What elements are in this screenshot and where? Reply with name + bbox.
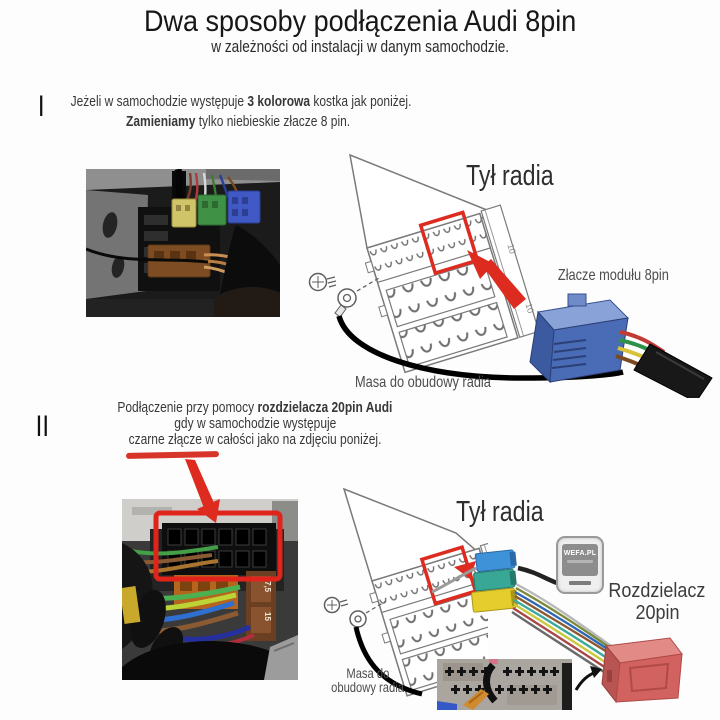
pointer-arrowhead-icon-2 <box>454 561 476 579</box>
ground-wire-1 <box>336 315 624 381</box>
section2-intro-line3: czarne złącze w całości jako na zdjęciu … <box>128 431 382 448</box>
section2-intro-line2: gdy w samochodzie występuje <box>173 415 337 432</box>
label-zlacze-modulu-8pin: Złacze modułu 8pin <box>557 267 669 284</box>
section1-intro-line2: Zamieniamy tylko niebieskie złacze 8 pin… <box>125 113 351 130</box>
label-rozdzielacz: Rozdzielacz 20pin <box>608 580 706 624</box>
wefa-device-subtext <box>567 560 593 563</box>
diagram-radio-rear-1: 10 10 <box>295 140 720 402</box>
screw-and-ring-terminal <box>308 272 380 318</box>
wire-to-module <box>517 565 558 586</box>
section1-numeral: I <box>37 90 45 123</box>
page-subtitle: w zależności od instalacji w danym samoc… <box>211 37 509 56</box>
wefa-device: WEFA.PL <box>556 536 604 594</box>
label-tyl-radia-1: Tył radia <box>466 160 554 192</box>
screw-and-ring-terminal <box>323 596 387 628</box>
harness-illustration <box>430 528 720 718</box>
pointer-arrow-icon-1 <box>467 250 526 309</box>
hand-drawn-arrow-icon <box>574 666 602 691</box>
photo-radio-3color-connectors <box>86 169 280 317</box>
ground-wire-2 <box>353 626 423 697</box>
highlight-rect-8pin <box>418 210 480 276</box>
wefa-device-label: WEFA.PL <box>563 550 597 557</box>
label-masa-1: Masa do obudowy radia <box>355 374 491 391</box>
red-underline <box>125 451 220 459</box>
red-20pin-connector <box>601 637 683 704</box>
section2-intro: Podłączenie przy pomocy rozdzielacza 20p… <box>40 400 470 448</box>
photo-20pin-socket-pins <box>437 659 572 710</box>
fuse-label-75: 7,5 <box>263 581 272 593</box>
highlight-rect-photo <box>153 510 283 582</box>
blue-8pin-connector-illustration <box>512 286 720 398</box>
section2-intro-line1: Podłączenie przy pomocy rozdzielacza 20p… <box>117 399 393 416</box>
wefa-device-port <box>569 581 591 585</box>
radio-rear-panel: 10 10 <box>369 539 488 697</box>
diagram-radio-rear-2: 10 10 <box>316 481 488 718</box>
radio-rear-panel: 10 10 <box>364 204 540 374</box>
photo-black-20pin-connector: 7,5 15 <box>122 499 298 680</box>
side-marking-1a: 10 <box>505 243 517 256</box>
section1-intro: Jeżeli w samochodzie występuje 3 kolorow… <box>28 92 448 132</box>
section2-numeral: II <box>35 410 49 443</box>
fuse-label-15: 15 <box>263 612 272 621</box>
page-title: Dwa sposoby podłączenia Audi 8pin <box>143 5 577 38</box>
red-arrow-down-icon <box>182 459 230 527</box>
side-marking-1b: 10 <box>523 302 535 315</box>
mini-connectors <box>471 549 519 613</box>
label-tyl-radia-2: Tył radia <box>456 496 544 528</box>
label-masa-2: Masa do obudowy radia <box>331 665 405 695</box>
section1-intro-line1: Jeżeli w samochodzie występuje 3 kolorow… <box>70 93 412 110</box>
